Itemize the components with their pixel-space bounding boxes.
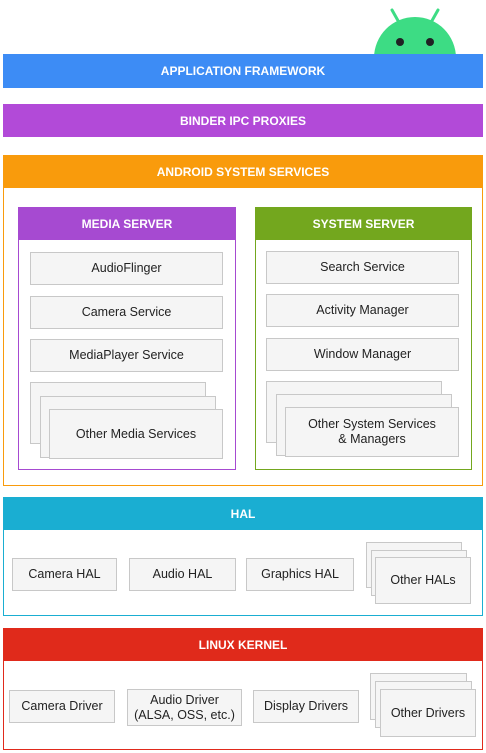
other-media-services-label: Other Media Services: [75, 426, 197, 441]
other-system-services-box: Other System Services & Managers: [285, 407, 459, 457]
other-hals-label: Other HALs: [390, 573, 456, 587]
display-drivers-label: Display Drivers: [263, 699, 349, 713]
display-drivers-box: Display Drivers: [253, 690, 359, 723]
search-service-label: Search Service: [320, 260, 405, 274]
camera-service-label: Camera Service: [81, 305, 172, 319]
mediaplayer-service-label: MediaPlayer Service: [69, 348, 184, 362]
android-system-services-label: ANDROID SYSTEM SERVICES: [156, 164, 330, 179]
media-server-header: MEDIA SERVER: [18, 207, 236, 240]
linux-kernel-header: LINUX KERNEL: [3, 628, 483, 661]
other-media-services-box: Other Media Services: [49, 409, 223, 459]
audio-hal-box: Audio HAL: [129, 558, 236, 591]
graphics-hal-label: Graphics HAL: [261, 567, 339, 581]
audioflinger-label: AudioFlinger: [91, 261, 162, 275]
window-manager-label: Window Manager: [313, 347, 412, 361]
mediaplayer-service-box: MediaPlayer Service: [30, 339, 223, 372]
linux-kernel-label: LINUX KERNEL: [198, 637, 288, 652]
other-drivers-label: Other Drivers: [390, 705, 466, 720]
audioflinger-box: AudioFlinger: [30, 252, 223, 285]
application-framework-label: APPLICATION FRAMEWORK: [160, 64, 326, 78]
audio-driver-label-line1: Audio Driver: [150, 692, 219, 707]
hal-label: HAL: [230, 506, 256, 521]
camera-hal-label: Camera HAL: [28, 567, 101, 581]
binder-ipc-layer: BINDER IPC PROXIES: [3, 104, 483, 137]
audio-hal-label: Audio HAL: [152, 567, 213, 581]
activity-manager-box: Activity Manager: [266, 294, 459, 327]
camera-driver-box: Camera Driver: [9, 690, 115, 723]
other-drivers-box: Other Drivers: [380, 689, 476, 737]
camera-hal-box: Camera HAL: [12, 558, 117, 591]
other-hals-box: Other HALs: [375, 557, 471, 604]
android-system-services-header: ANDROID SYSTEM SERVICES: [3, 155, 483, 188]
system-server-header: SYSTEM SERVER: [255, 207, 472, 240]
camera-service-box: Camera Service: [30, 296, 223, 329]
activity-manager-label: Activity Manager: [316, 303, 409, 317]
other-system-services-label-line1: Other System Services: [308, 417, 436, 431]
system-server-title: SYSTEM SERVER: [312, 216, 415, 231]
other-system-services-label-line2: & Managers: [338, 432, 406, 446]
audio-driver-label-line2: (ALSA, OSS, etc.): [134, 707, 235, 722]
application-framework-layer: APPLICATION FRAMEWORK: [3, 54, 483, 88]
graphics-hal-box: Graphics HAL: [246, 558, 354, 591]
window-manager-box: Window Manager: [266, 338, 459, 371]
binder-ipc-label: BINDER IPC PROXIES: [179, 113, 307, 128]
hal-header: HAL: [3, 497, 483, 530]
media-server-title: MEDIA SERVER: [81, 216, 173, 231]
audio-driver-box: Audio Driver (ALSA, OSS, etc.): [127, 689, 242, 726]
camera-driver-label: Camera Driver: [21, 699, 103, 713]
search-service-box: Search Service: [266, 251, 459, 284]
android-robot-icon: [374, 8, 456, 58]
